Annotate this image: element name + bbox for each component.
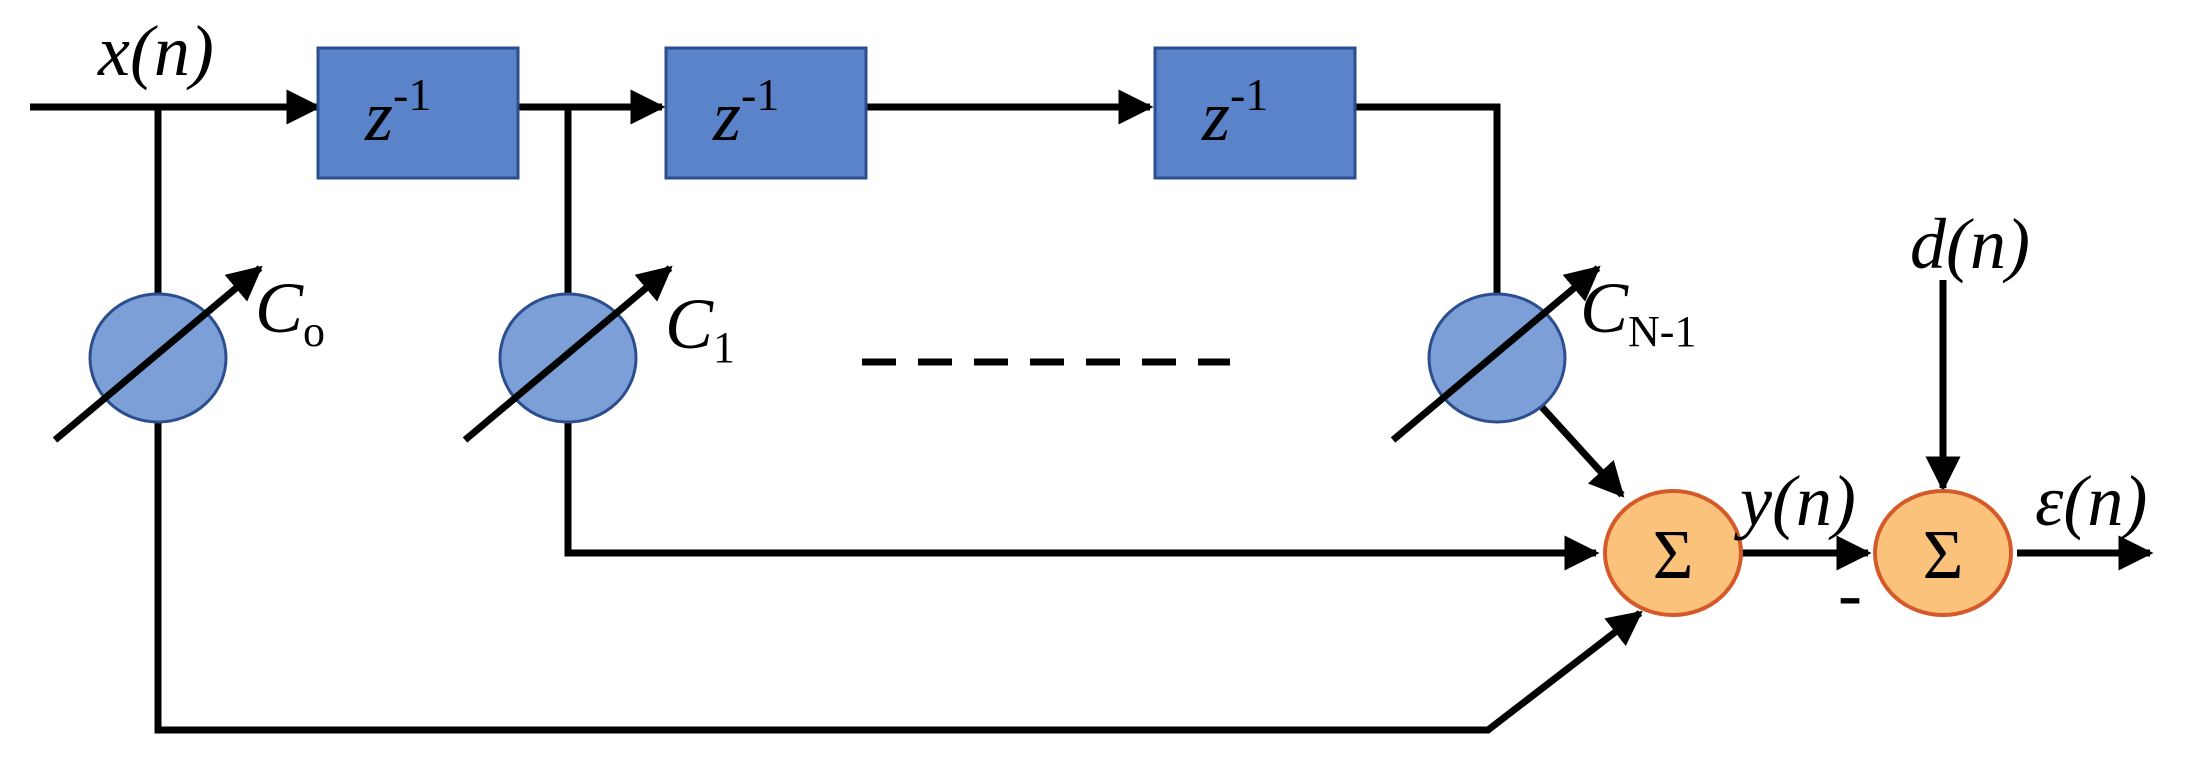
- tap0-to-summer-wire: [154, 418, 1643, 734]
- coefficient-label-n-1: CN-1: [1580, 268, 1696, 356]
- sigma-symbol: Σ: [1653, 517, 1694, 594]
- coefficient-label-1: C1: [665, 284, 735, 372]
- delay-exponent: -1: [741, 69, 779, 120]
- output-signal-label: y(n): [1733, 461, 1856, 541]
- signal-wires: [30, 89, 2154, 734]
- tap1-to-summer-wire: [564, 418, 1600, 571]
- coefficient-label-0: Co: [255, 268, 325, 356]
- tapN-to-summer-wire: [1537, 402, 1625, 498]
- delay-block-1: z-1: [316, 46, 520, 180]
- summer-error: Σ: [1873, 489, 2013, 617]
- delay-base: z: [364, 76, 393, 156]
- delay-base: z: [712, 76, 741, 156]
- coefficient-weight-0: [52, 265, 263, 443]
- delay-base: z: [1201, 76, 1230, 156]
- coefficient-weight-n-1: [1390, 265, 1601, 443]
- svg-text:z-1: z-1: [712, 69, 779, 156]
- svg-text:z-1: z-1: [364, 69, 431, 156]
- summer-output: Σ: [1603, 489, 1743, 617]
- minus-sign: -: [1838, 554, 1862, 634]
- tapN-wire-top: [1355, 103, 1501, 298]
- delay-block-2: z-1: [664, 46, 868, 180]
- svg-text:z-1: z-1: [1201, 69, 1268, 156]
- input-signal-label: x(n): [97, 11, 214, 91]
- sigma-symbol: Σ: [1923, 517, 1964, 594]
- delay-exponent: -1: [1230, 69, 1268, 120]
- delay-exponent: -1: [393, 69, 431, 120]
- delay-block-3: z-1: [1153, 46, 1357, 180]
- error-signal-label: ε(n): [2035, 461, 2147, 541]
- desired-signal-label: d(n): [1910, 204, 2030, 284]
- coefficient-weight-1: [462, 265, 673, 443]
